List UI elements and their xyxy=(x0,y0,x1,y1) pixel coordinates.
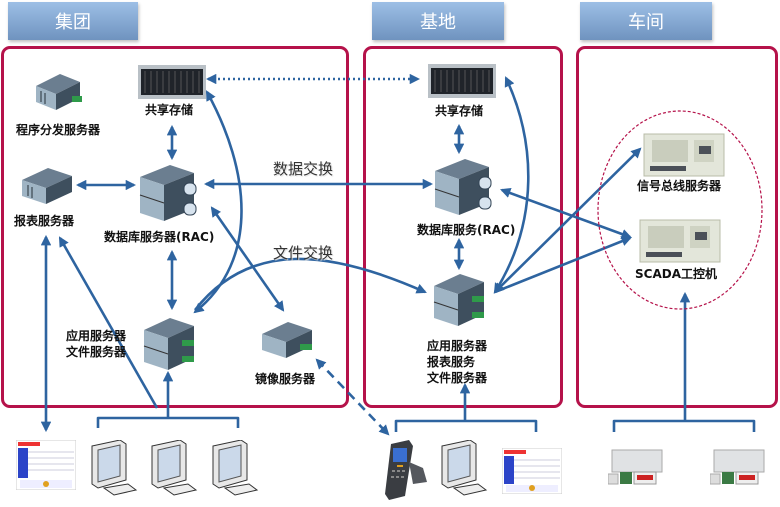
bracket-base-clients xyxy=(394,419,538,432)
report-dashboard-icon xyxy=(15,439,77,494)
base-db-server-label: 数据库服务(RAC) xyxy=(417,223,516,237)
program-server-label: 程序分发服务器 xyxy=(16,123,101,137)
group-shared-storage-icon xyxy=(137,63,207,105)
zone-box-group xyxy=(1,46,349,408)
signal-server-label: 信号总线服务器 xyxy=(637,179,722,193)
group-app-server-label-line2: 文件服务器 xyxy=(66,345,127,359)
group-db-server-icon xyxy=(136,159,206,229)
plc-icon-1 xyxy=(607,448,664,492)
mirror-server-icon xyxy=(258,316,316,366)
link-mirror-handheld xyxy=(315,358,390,436)
zone-title-base: 基地 xyxy=(420,12,456,33)
signal-server-icon xyxy=(642,132,726,182)
base-app-server-label-line2: 报表服务 xyxy=(427,355,476,369)
zone-title-group: 集团 xyxy=(55,12,91,33)
link-db-mirror xyxy=(210,206,285,312)
link-report-clients xyxy=(58,236,159,409)
group-shared-storage-label: 共享存储 xyxy=(145,103,194,117)
plc-icon-2 xyxy=(709,448,766,492)
report-server-label: 报表服务器 xyxy=(14,214,75,228)
monitor-icon-4 xyxy=(440,439,490,500)
report-server-icon xyxy=(18,162,76,212)
group-app-server-label-line1: 应用服务器 xyxy=(66,329,127,343)
program-server-icon xyxy=(32,68,84,118)
base-app-server-label-line1: 应用服务器 xyxy=(427,339,488,353)
group-app-server-icon xyxy=(140,312,198,378)
bracket-group-clients xyxy=(96,416,240,428)
zone-tab-group: 集团 xyxy=(8,2,138,40)
mirror-server-label: 镜像服务器 xyxy=(255,372,316,386)
monitor-icon-2 xyxy=(150,439,200,500)
zone-tab-base: 基地 xyxy=(372,2,504,40)
zone-title-workshop: 车间 xyxy=(628,12,664,33)
data-exchange-label: 数据交换 xyxy=(273,160,334,178)
base-shared-storage-label: 共享存储 xyxy=(435,104,484,118)
workshop-cluster-outline xyxy=(597,110,763,310)
zone-tab-workshop: 车间 xyxy=(580,2,712,40)
link-b-app-signal xyxy=(493,147,642,294)
base-app-server-icon xyxy=(430,268,490,336)
base-db-server-icon xyxy=(431,153,501,223)
monitor-icon-1 xyxy=(90,439,140,500)
report-dashboard-icon-2 xyxy=(501,447,563,498)
group-db-server-label: 数据库服务器(RAC) xyxy=(104,230,215,244)
monitor-icon-3 xyxy=(211,439,261,500)
file-exchange-label: 文件交换 xyxy=(273,244,334,262)
link-b-app-scada xyxy=(494,236,632,294)
base-app-server-label-line3: 文件服务器 xyxy=(427,371,488,385)
scada-label: SCADA工控机 xyxy=(635,267,717,281)
bracket-workshop-plcs xyxy=(612,419,756,432)
base-shared-storage-icon xyxy=(427,62,497,104)
handheld-terminal-icon xyxy=(383,440,429,506)
scada-icon xyxy=(638,218,722,268)
